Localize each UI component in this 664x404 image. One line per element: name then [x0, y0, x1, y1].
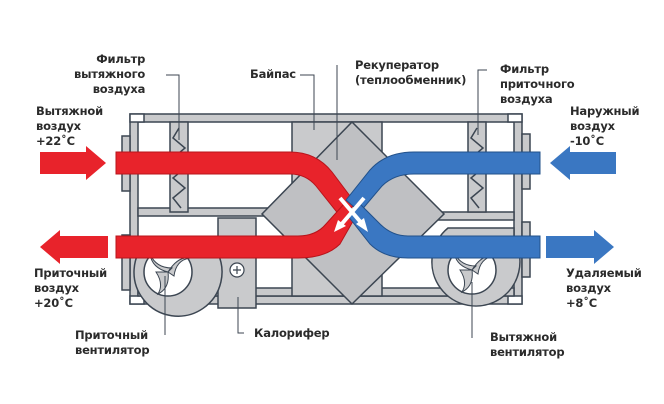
label-exhaust-filter: Фильтр вытяжного воздуха — [74, 52, 146, 96]
label-supply-air-out: Приточный воздух +20˚C — [34, 266, 107, 310]
heater — [217, 217, 257, 309]
label-exhaust-air-in: Вытяжной воздух +22˚C — [36, 104, 103, 148]
label-exhaust-fan: Вытяжной вентилятор — [490, 330, 565, 359]
removed-air-out-arrow — [546, 230, 614, 264]
label-supply-filter: Фильтр приточного воздуха — [500, 62, 575, 106]
label-heater: Калорифер — [254, 326, 330, 340]
exhaust-air-in-arrow — [40, 146, 106, 180]
leader-lines — [164, 65, 487, 338]
supply-fan — [133, 239, 223, 317]
label-outdoor-air-in: Наружный воздух -10˚C — [570, 104, 640, 148]
heat-exchange-arrows — [334, 196, 368, 232]
label-removed-air-out: Удаляемый воздух +8˚C — [566, 266, 642, 310]
supply-air-out-arrow — [40, 230, 108, 264]
outdoor-air-in-arrow — [550, 146, 616, 180]
label-bypass: Байпас — [250, 67, 296, 81]
label-recuperator: Рекуператор (теплообменник) — [355, 58, 467, 87]
cold-air-flow — [345, 151, 541, 259]
label-supply-fan: Приточный вентилятор — [75, 328, 150, 357]
